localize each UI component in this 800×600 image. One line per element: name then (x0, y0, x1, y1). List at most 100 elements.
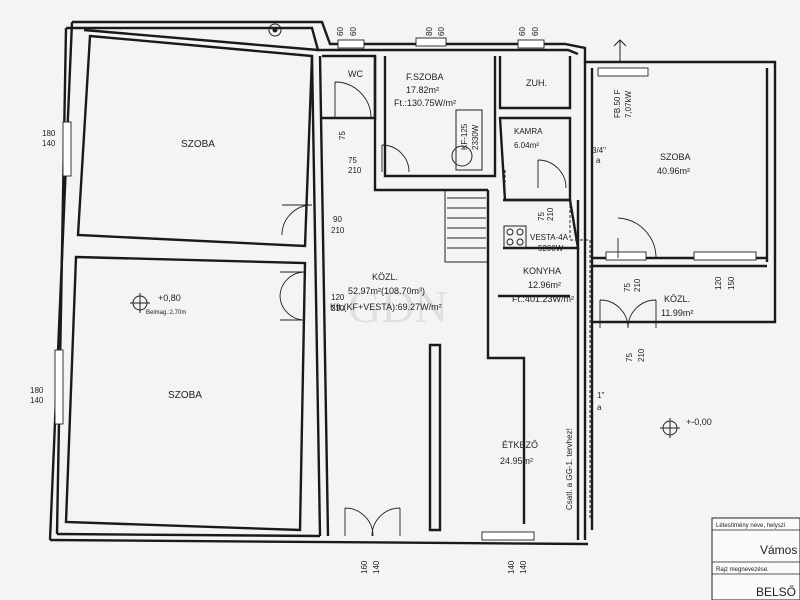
dim: 60 (349, 27, 358, 36)
room-kozl-load: Kft.(KF+VESTA):69.27W/m² (330, 302, 442, 312)
window-szoba-top (62, 121, 72, 177)
burner-icon (516, 238, 524, 246)
dim: 75 (338, 131, 347, 140)
room-kozl-right-area: 11.99m² (661, 308, 693, 318)
door-szoba-right (617, 217, 657, 259)
title-block-project: Vámos (760, 543, 797, 557)
watermark: GDN (348, 281, 448, 332)
dimension-labels: 60 60 80 60 60 60 180 140 180 140 75 75 … (30, 27, 736, 574)
stove-model: VESTA-4A (530, 233, 569, 242)
room-fszoba-name: F.SZOBA (406, 72, 444, 82)
title-block-drawing: BELSŐ (756, 584, 796, 599)
dim: 140 (507, 560, 516, 574)
window-wc (337, 39, 365, 49)
dim: 150 (727, 276, 736, 290)
dim: 120 (331, 293, 345, 302)
room-wc: WC (348, 69, 363, 79)
pipe-label-b: 1" (597, 391, 604, 400)
dim: 60 (518, 27, 527, 36)
connection-note: Csatl. a GG-1. tervhez! (565, 428, 574, 510)
level-left-height: Belmag.:2,70m (146, 310, 186, 316)
dim: 75 (537, 212, 546, 221)
door-double-szoba (279, 271, 306, 321)
dim: 140 (30, 396, 44, 405)
gas-line (504, 170, 591, 520)
room-labels: SZOBA SZOBA WC F.SZOBA 17.82m² Ft.:130.7… (168, 69, 693, 466)
dim: 60 (531, 27, 540, 36)
room-konyha-name: KONYHA (523, 266, 561, 276)
staircase (447, 197, 486, 249)
room-kozl-area: 52.97m²(108.70m³) (348, 286, 425, 296)
room-kozl-name: KÖZL. (372, 272, 398, 282)
dim: 80 (425, 27, 434, 36)
level-labels: +0,80 Belmag.:2,70m +-0,00 (146, 293, 712, 427)
pipe-label-a-sub: a (596, 156, 601, 165)
room-fszoba-load: Ft.:130.75W/m² (394, 98, 456, 108)
dim: 180 (30, 386, 44, 395)
dim: 140 (42, 139, 56, 148)
dim: 180 (42, 129, 56, 138)
dim: 160 (360, 560, 369, 574)
room-fszoba-area: 17.82m² (406, 85, 439, 95)
room-kamra-name: KAMRA (514, 127, 543, 136)
radiator-model: FB.50 F (613, 89, 622, 118)
burner-icon (506, 228, 514, 236)
stove-power: 5200W (538, 244, 564, 253)
dim: 210 (546, 207, 555, 221)
room-szoba-right-area: 40.96m² (657, 166, 690, 176)
room-szoba-bottom: SZOBA (168, 390, 202, 401)
dim: 210 (331, 226, 345, 235)
level-right: +-0,00 (686, 417, 712, 427)
room-konyha-area: 12.96m² (528, 280, 561, 290)
dim: 75 (623, 283, 632, 292)
door-kozl-right (599, 299, 657, 329)
burner-icon (506, 238, 514, 246)
room-konyha-load: Ft.:401.23W/m² (512, 294, 574, 304)
dim: 210 (331, 304, 345, 313)
door-hall (381, 144, 410, 173)
pipe-label-b-sub: a (597, 403, 602, 412)
dim: 75 (625, 353, 634, 362)
window-fszoba (415, 37, 447, 47)
dim: 90 (333, 215, 342, 224)
pipe-label-a: 3/4" (592, 146, 606, 155)
dim: 60 (437, 27, 446, 36)
boiler-tank-icon (451, 145, 473, 167)
room-etkezo-name: ÉTKEZŐ (502, 440, 538, 450)
level-left: +0,80 (158, 293, 181, 303)
dim: 120 (714, 276, 723, 290)
dim: 210 (348, 166, 362, 175)
door-front (344, 507, 401, 537)
window-szoba-right-1 (605, 251, 647, 261)
dim: 210 (637, 348, 646, 362)
dim: 140 (519, 560, 528, 574)
chimney-icon (268, 23, 282, 37)
radiator-power: 7,07kW (624, 90, 633, 118)
title-block-drawing-label: Rajz megnevezése: (716, 567, 769, 573)
boiler-power: 2330W (471, 124, 480, 150)
window-szoba-bottom (54, 349, 64, 425)
door-wc (334, 81, 372, 119)
window-szoba-right-2 (693, 251, 757, 261)
door-kamra (537, 159, 567, 189)
fixtures (130, 23, 680, 520)
room-szoba-top: SZOBA (181, 139, 215, 150)
windows (54, 37, 757, 541)
chimney-dot-icon (272, 27, 278, 33)
radiator-fb (597, 67, 649, 77)
door-szoba (281, 204, 313, 236)
equipment-labels: KF-125 2330W FB.50 F 7,07kW VESTA-4A 520… (460, 89, 633, 510)
flue-arrow-icon (613, 39, 627, 62)
title-block: Létesítmény neve, helyszí Vámos Rajz meg… (711, 517, 800, 600)
boiler-kf (455, 109, 483, 171)
boiler-model: KF-125 (460, 123, 469, 150)
dim: 75 (348, 156, 357, 165)
dim: 210 (633, 278, 642, 292)
title-block-label: Létesítmény neve, helyszí (716, 523, 786, 529)
dim: 140 (372, 560, 381, 574)
room-kozl-right-name: KÖZL. (664, 294, 690, 304)
room-etkezo-area: 24.95m² (500, 456, 533, 466)
room-zuh: ZUH. (526, 78, 547, 88)
dim: 60 (336, 27, 345, 36)
burner-icon (516, 228, 524, 236)
